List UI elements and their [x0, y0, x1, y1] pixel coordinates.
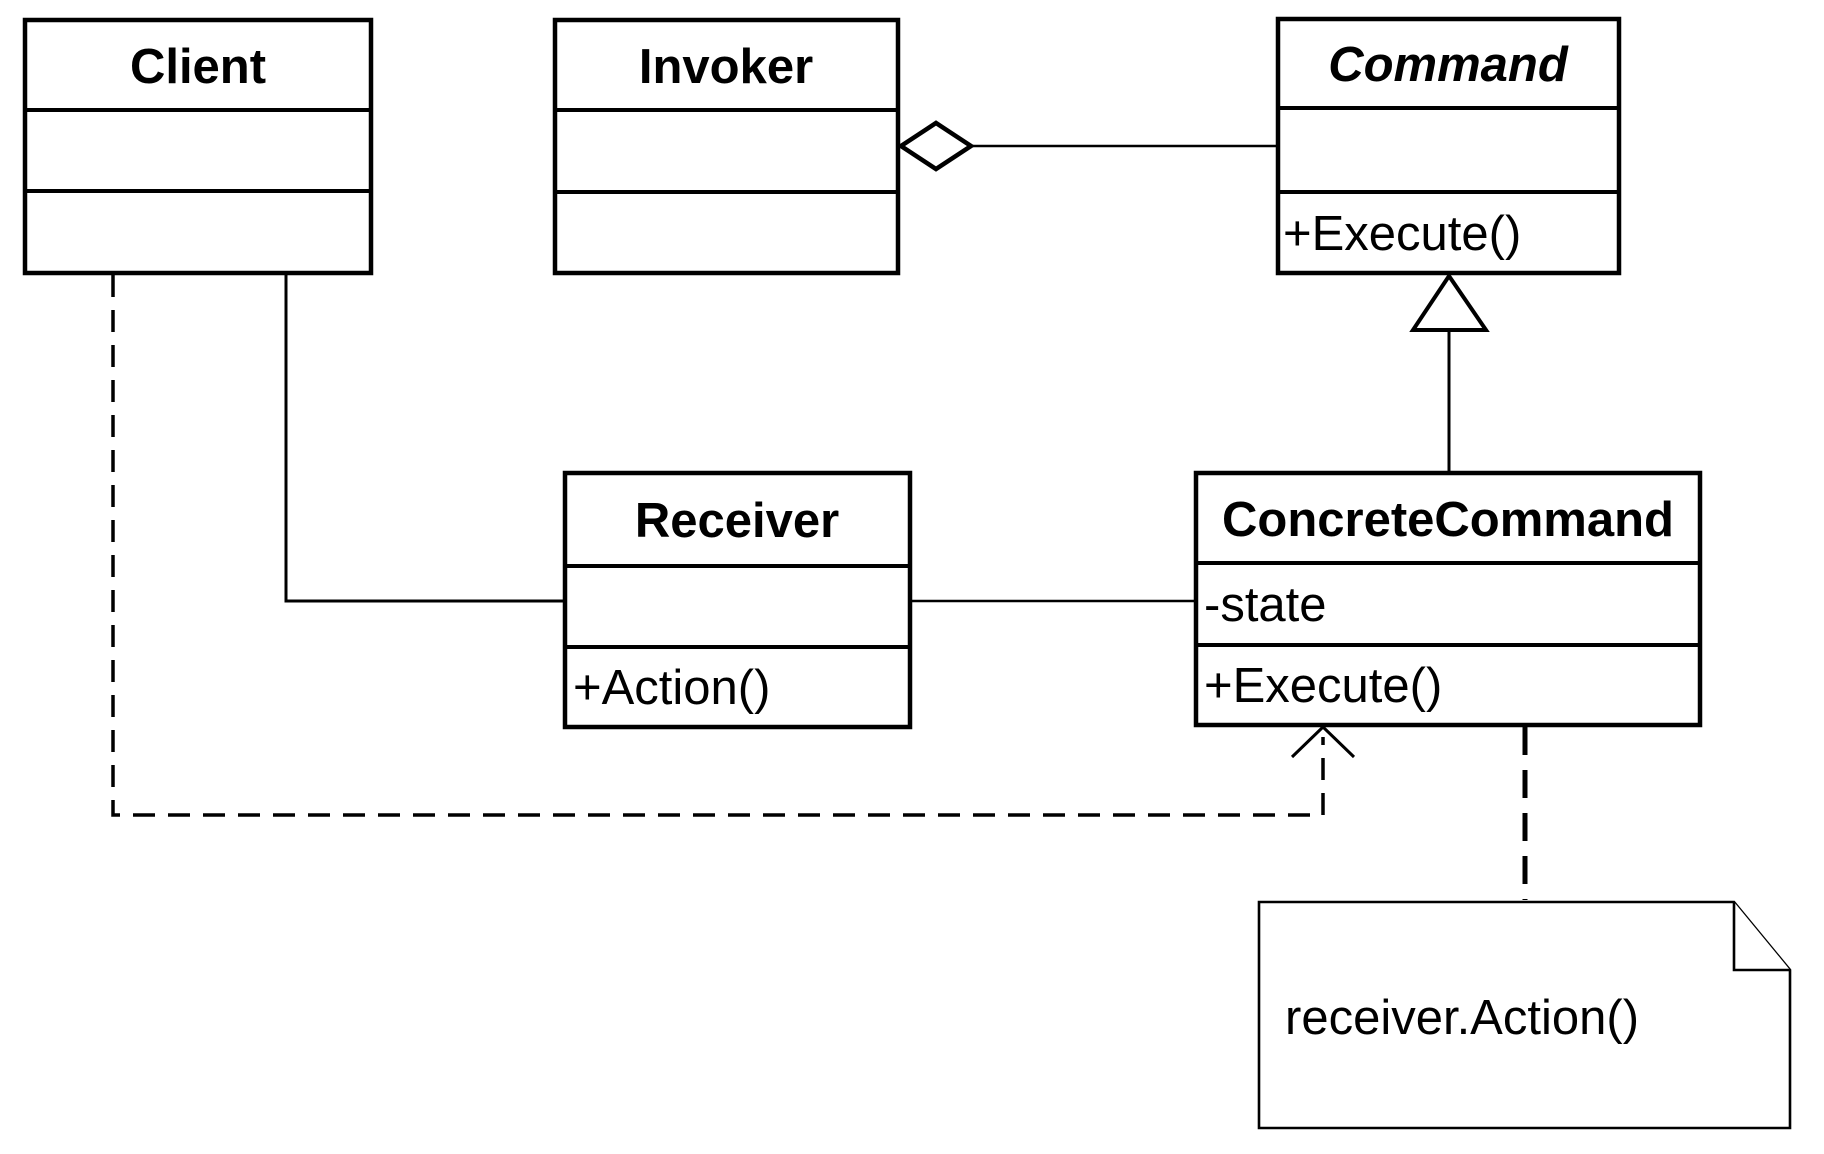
- generalization-triangle-icon: [1409, 272, 1490, 332]
- class-client-box: [22, 17, 374, 276]
- class-client: Client: [22, 17, 374, 276]
- command-operation-execute: +Execute(): [1283, 207, 1521, 261]
- class-command: Command +Execute(): [1275, 16, 1622, 276]
- concrete-command-attribute-state: -state: [1204, 578, 1327, 632]
- class-concrete-command-name: ConcreteCommand: [1222, 493, 1674, 547]
- class-concrete-command-box: [1193, 470, 1703, 728]
- concrete-command-operation-execute: +Execute(): [1204, 659, 1442, 713]
- note-text: receiver.Action(): [1285, 991, 1639, 1045]
- receiver-operation-action: +Action(): [573, 661, 770, 715]
- note-folded-corner-icon: [1732, 902, 1790, 972]
- aggregation-diamond-icon: [896, 120, 976, 172]
- class-invoker: Invoker: [552, 17, 901, 276]
- class-invoker-name: Invoker: [639, 40, 813, 94]
- class-client-name: Client: [130, 40, 266, 94]
- class-invoker-box: [552, 17, 901, 276]
- uml-note: receiver.Action(): [1257, 900, 1792, 1130]
- client-dependency-line: [111, 275, 1325, 817]
- class-concrete-command: ConcreteCommand -state +Execute(): [1193, 470, 1703, 728]
- note-outline: [1257, 900, 1792, 1130]
- class-receiver-name: Receiver: [635, 494, 839, 548]
- class-receiver: Receiver +Action(): [562, 470, 913, 730]
- class-command-box: [1275, 16, 1622, 276]
- class-receiver-box: [562, 470, 913, 730]
- class-command-name: Command: [1328, 38, 1569, 92]
- client-receiver-association: [284, 273, 565, 603]
